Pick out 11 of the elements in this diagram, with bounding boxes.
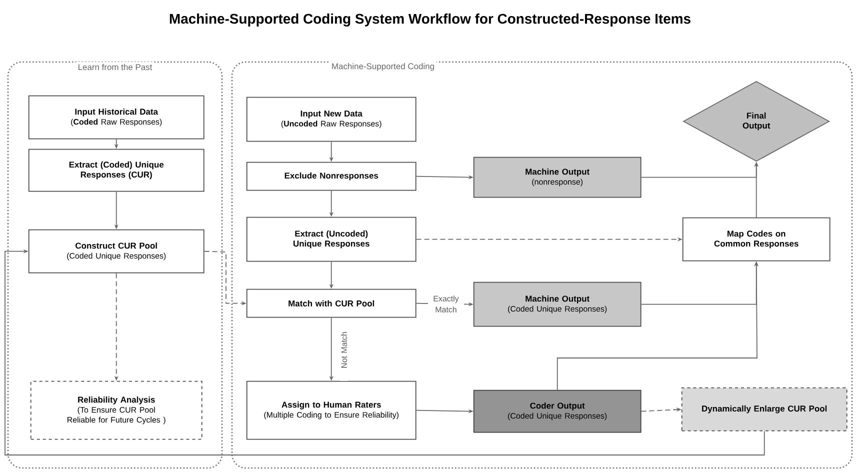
process-box: Exclude Nonresponses	[246, 162, 416, 191]
group-heading: Machine-Supported Coding	[329, 61, 437, 73]
process-box: Dynamically Enlarge CUR Pool	[681, 387, 848, 432]
group-heading: Learn from the Past	[76, 62, 154, 72]
group-panel	[231, 61, 853, 469]
arrow	[4, 249, 765, 456]
process-box: Match with CUR Pool	[246, 288, 416, 318]
process-box: Extract (Uncoded) Unique Responses	[246, 216, 416, 262]
process-box: Extract (Coded) Unique Responses (CUR)	[28, 148, 204, 192]
title: Machine-Supported Coding System Workflow for Constructed-Response Items	[170, 13, 690, 27]
process-box: Map Codes on Common Responses	[682, 217, 830, 262]
